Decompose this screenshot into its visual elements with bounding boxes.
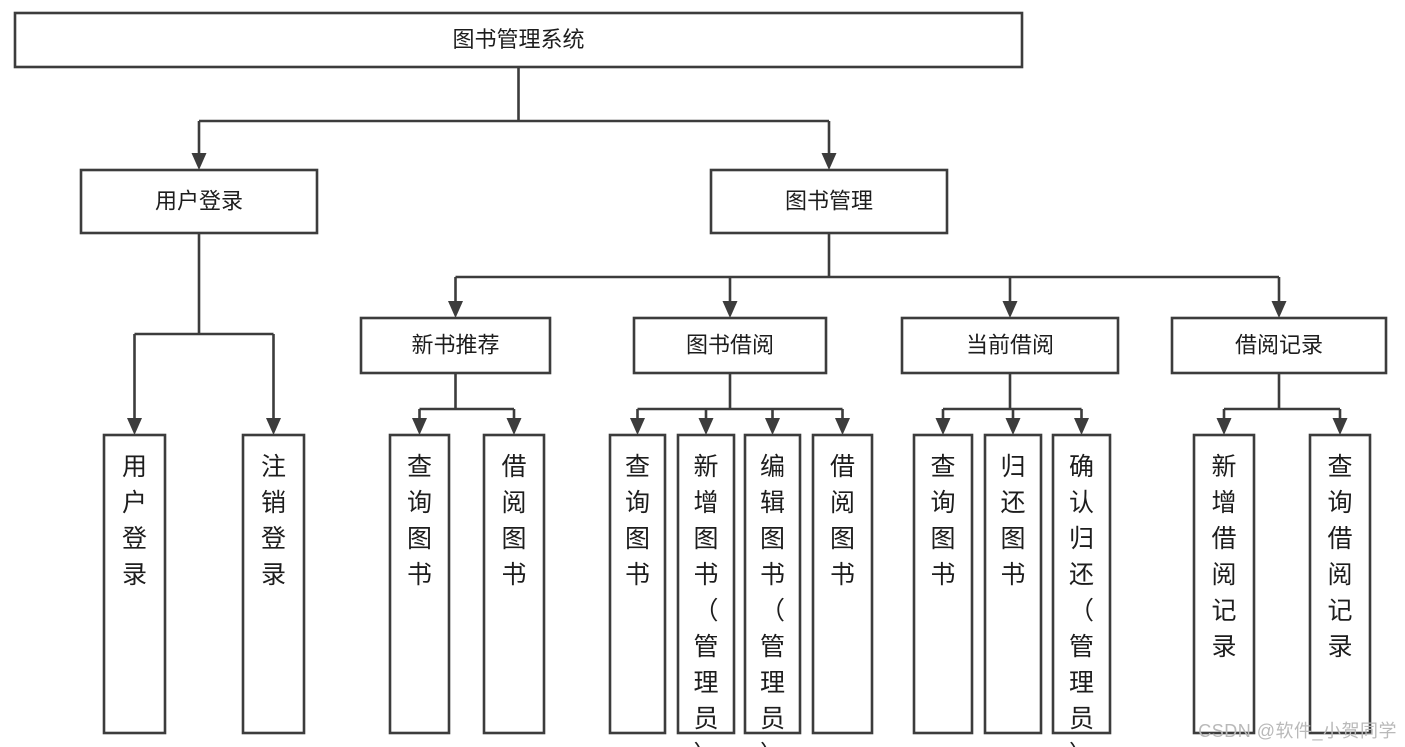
node-l-borrow-book-b[interactable]: 借阅图书 (811, 433, 874, 735)
arrow-head-icon (266, 418, 281, 435)
arrow-head-icon (765, 418, 780, 435)
node-n-borrow-record[interactable]: 借阅记录 (1170, 316, 1388, 375)
node-n-user-login[interactable]: 用户登录 (79, 168, 319, 235)
node-box (79, 168, 319, 235)
node-l-query-book-c[interactable]: 查询图书 (912, 433, 974, 735)
node-l-logout[interactable]: 注销登录 (241, 433, 306, 735)
node-box (900, 316, 1120, 375)
arrow-head-icon (821, 153, 837, 170)
node-n-new-book-rec[interactable]: 新书推荐 (359, 316, 552, 375)
node-box (13, 11, 1024, 69)
node-label: 当前借阅 (966, 332, 1054, 357)
arrow-head-icon (191, 153, 207, 170)
arrow-head-icon (1271, 301, 1287, 318)
node-label: 借阅记录 (1235, 332, 1323, 357)
node-box (388, 433, 451, 735)
arrow-head-icon (698, 418, 714, 435)
node-label: 借阅图书 (501, 453, 526, 589)
node-label: 查询图书 (407, 453, 432, 589)
node-label: 查询借阅记录 (1327, 453, 1352, 661)
node-box (676, 433, 736, 735)
arrow-head-icon (1002, 301, 1018, 318)
node-box (1308, 433, 1372, 735)
node-n-book-mgmt[interactable]: 图书管理 (709, 168, 949, 235)
watermark-text: CSDN @软件_小贺同学 (1198, 721, 1397, 741)
node-label: 归还图书 (1000, 453, 1025, 589)
node-n-book-borrow[interactable]: 图书借阅 (632, 316, 828, 375)
arrow-head-icon (1074, 418, 1089, 435)
node-box (743, 433, 802, 735)
node-label: 用户登录 (155, 188, 243, 213)
node-box (912, 433, 974, 735)
node-box (241, 433, 306, 735)
arrow-head-icon (448, 301, 463, 318)
node-label: 新增图书（管理员） (693, 453, 718, 747)
node-root[interactable]: 图书管理系统 (13, 11, 1024, 69)
node-l-add-record[interactable]: 新增借阅记录 (1192, 433, 1256, 735)
node-label: 用户登录 (122, 453, 147, 589)
node-l-borrow-book-a[interactable]: 借阅图书 (482, 433, 546, 735)
arrow-head-icon (127, 418, 142, 435)
arrow-head-icon (1332, 418, 1348, 435)
node-l-query-book-b[interactable]: 查询图书 (608, 433, 667, 735)
node-box (632, 316, 828, 375)
node-label: 查询图书 (625, 453, 650, 589)
node-box (482, 433, 546, 735)
node-n-current-borrow[interactable]: 当前借阅 (900, 316, 1120, 375)
node-box (1192, 433, 1256, 735)
arrow-head-icon (506, 418, 522, 435)
node-l-edit-book[interactable]: 编辑图书（管理员） (743, 433, 802, 747)
arrow-head-icon (835, 418, 850, 435)
node-label: 注销登录 (261, 453, 286, 589)
node-label: 查询图书 (930, 453, 955, 589)
node-l-confirm-return[interactable]: 确认归还（管理员） (1051, 433, 1112, 747)
node-box (1051, 433, 1112, 735)
node-label: 新增借阅记录 (1211, 453, 1236, 661)
arrow-head-icon (1005, 418, 1021, 435)
arrow-head-icon (630, 418, 645, 435)
node-label: 图书管理 (785, 188, 873, 213)
node-label: 确认归还（管理员） (1069, 453, 1094, 747)
node-layer: 图书管理系统用户登录图书管理新书推荐图书借阅当前借阅借阅记录用户登录注销登录查询… (13, 11, 1388, 747)
node-l-return-book[interactable]: 归还图书 (983, 433, 1043, 735)
node-box (359, 316, 552, 375)
node-l-query-record[interactable]: 查询借阅记录 (1308, 433, 1372, 735)
node-label: 借阅图书 (830, 453, 855, 589)
arrow-head-icon (722, 301, 738, 318)
node-box (709, 168, 949, 235)
arrow-head-icon (1216, 418, 1232, 435)
node-label: 新书推荐 (411, 332, 499, 357)
node-box (608, 433, 667, 735)
connector-layer (127, 67, 1348, 435)
arrow-head-icon (935, 418, 951, 435)
node-box (1170, 316, 1388, 375)
node-label: 图书管理系统 (452, 27, 584, 52)
node-box (983, 433, 1043, 735)
node-label: 编辑图书（管理员） (760, 453, 785, 747)
node-box (102, 433, 167, 735)
node-label: 图书借阅 (686, 332, 774, 357)
node-l-user-login[interactable]: 用户登录 (102, 433, 167, 735)
node-l-add-book[interactable]: 新增图书（管理员） (676, 433, 736, 747)
node-box (811, 433, 874, 735)
arrow-head-icon (412, 418, 427, 435)
node-l-query-book-a[interactable]: 查询图书 (388, 433, 451, 735)
